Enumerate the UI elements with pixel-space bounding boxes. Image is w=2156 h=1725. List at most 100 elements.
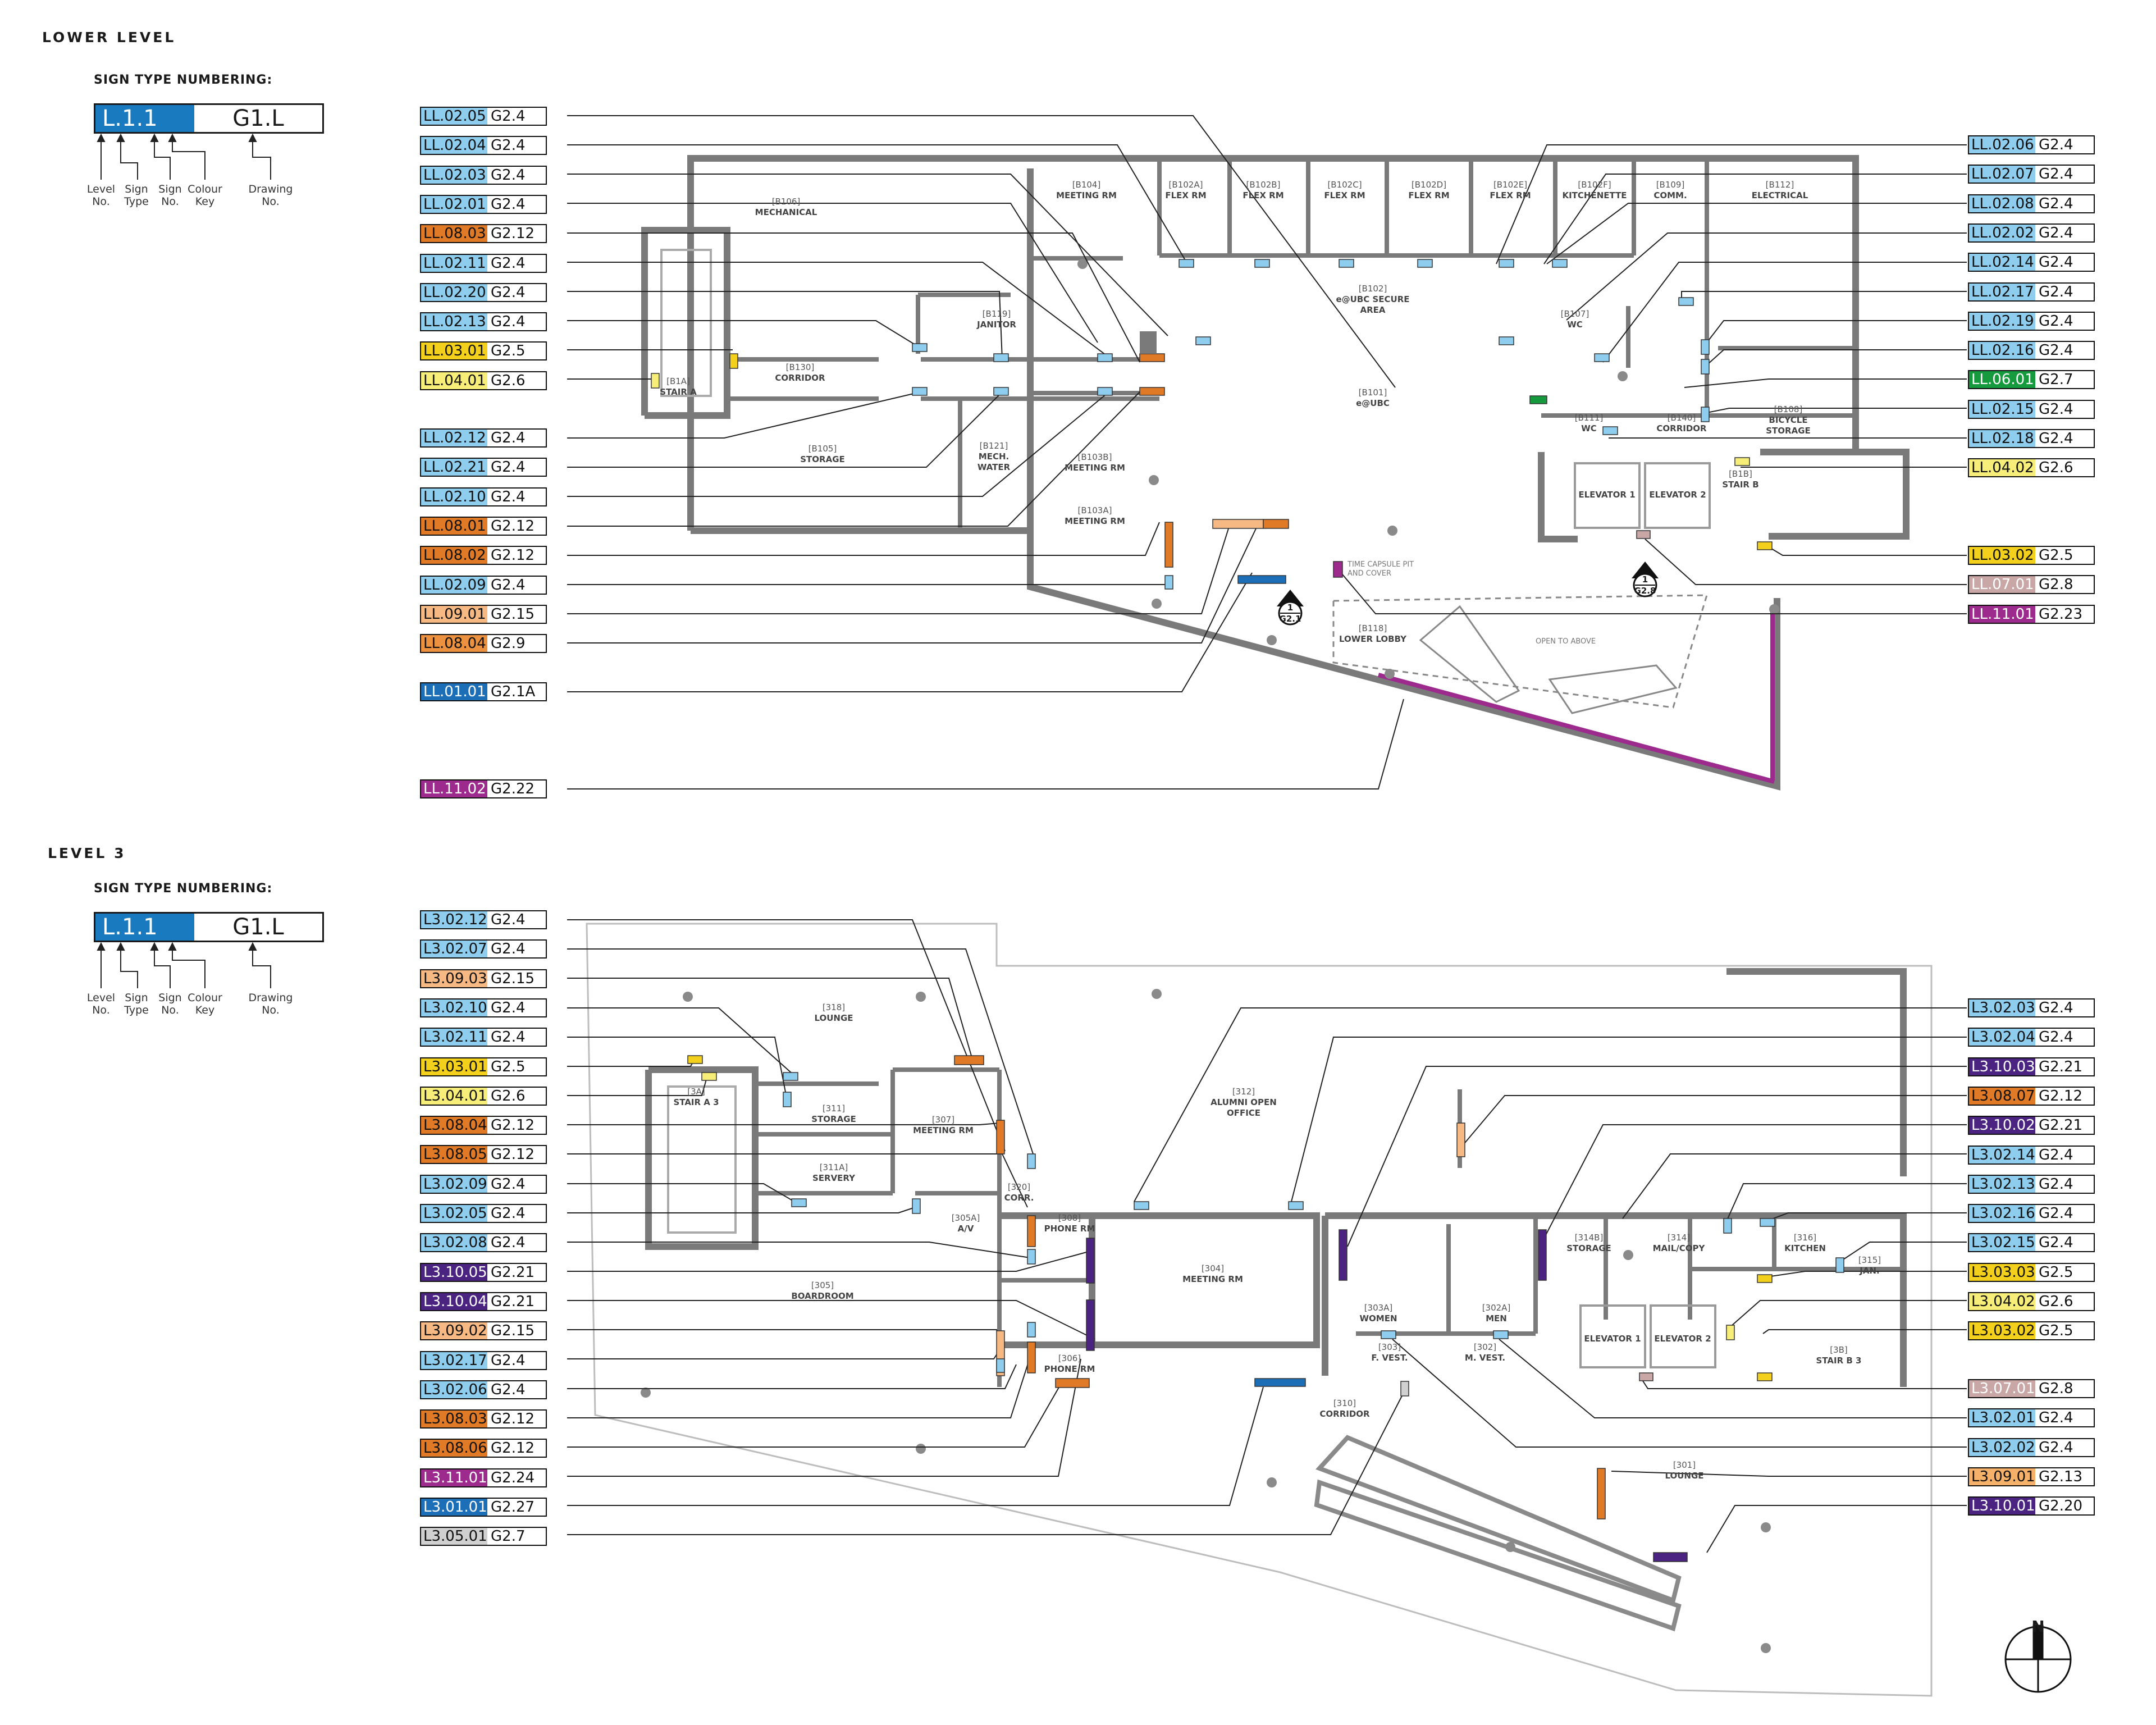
legend-sample: L.1.1 G1.L — [94, 912, 324, 942]
marker-num: 1 — [1287, 603, 1294, 613]
sign-drawing-ref: G2.15 — [487, 605, 546, 623]
room-label: [302A]MEN — [1482, 1303, 1511, 1324]
room-label: [B103B]MEETING RM — [1065, 452, 1125, 473]
room-number: [B102D] — [1411, 180, 1447, 190]
room-name: ELECTRICAL — [1751, 190, 1808, 200]
room-label: [B102F]KITCHENETTE — [1562, 180, 1627, 201]
lower-leader-lines — [567, 115, 1404, 790]
sign-drawing-ref: G2.5 — [487, 1058, 546, 1075]
room-label: [B105]STORAGE — [800, 444, 845, 465]
sign-code: L3.03.03 — [1969, 1263, 2035, 1281]
room-name: STAIR B — [1722, 480, 1759, 490]
legend-label-drawing: Drawing No. — [248, 183, 293, 208]
sign-drawing-ref: G2.5 — [2035, 1322, 2094, 1340]
room-number: [B118] — [1358, 623, 1387, 633]
open-to-above-note: OPEN TO ABOVE — [1536, 637, 1596, 646]
sign-drawing-ref: G2.4 — [487, 459, 546, 476]
sign-drawing-ref: G2.4 — [2035, 224, 2094, 241]
sign-code: L3.10.03 — [1969, 1058, 2035, 1075]
sign-numbering-legend-level3: SIGN TYPE NUMBERING: L.1.1 G1.L Level No… — [42, 882, 324, 1016]
room-name: STORAGE — [811, 1114, 856, 1124]
room-name: F. VEST. — [1371, 1353, 1408, 1363]
room-label: [308]PHONE RM — [1044, 1213, 1095, 1234]
sign-code: LL.11.02 — [421, 781, 487, 797]
room-label: [B112]ELECTRICAL — [1752, 180, 1808, 201]
sign-drawing-ref: G2.4 — [2035, 1234, 2094, 1252]
time-capsule-note: TIME CAPSULE PIT AND COVER — [1347, 560, 1414, 578]
room-number: [303A] — [1364, 1303, 1393, 1313]
sign-code: LL.02.13 — [421, 313, 487, 331]
sign-code: L3.08.03 — [421, 1411, 487, 1428]
room-name: JAN. — [1860, 1266, 1880, 1276]
room-name: WC — [1581, 423, 1597, 433]
sign-drawing-ref: G2.4 — [487, 166, 546, 184]
sign-drawing-ref: G2.21 — [2035, 1117, 2094, 1134]
room-name: PHONE RM — [1044, 1224, 1095, 1234]
sign-code: L3.07.01 — [1969, 1380, 2035, 1397]
sign-drawing-ref: G2.5 — [2035, 547, 2094, 564]
room-label: [B111]WC — [1575, 413, 1604, 434]
room-label: [305A]A/V — [952, 1213, 980, 1234]
room-label: [316]KITCHEN — [1784, 1233, 1826, 1254]
room-name: STAIR A 3 — [673, 1097, 719, 1107]
lower-right-leader-lines — [1336, 144, 1967, 614]
room-label: [B102D]FLEX RM — [1408, 180, 1449, 201]
sign-drawing-ref: G2.7 — [2035, 371, 2094, 389]
room-name: ELEVATOR 1 — [1578, 490, 1636, 500]
room-label: [311A]SERVERY — [812, 1162, 855, 1184]
north-arrow-icon — [2004, 1624, 2072, 1693]
sign-drawing-ref: G2.22 — [487, 781, 546, 797]
sign-code: LL.08.02 — [421, 547, 487, 564]
room-number: [B102B] — [1246, 180, 1281, 190]
room-label: [B109]COMM. — [1653, 180, 1687, 201]
legend-label-signno: Sign No. — [158, 183, 182, 208]
legend-label-type: Sign Type — [124, 183, 149, 208]
room-label: [B104]MEETING RM — [1056, 180, 1117, 201]
sign-drawing-ref: G2.12 — [487, 1411, 546, 1428]
room-name: JANITOR — [977, 320, 1016, 330]
level3-leader-lines — [567, 919, 1404, 1535]
sign-drawing-ref: G2.4 — [2035, 283, 2094, 300]
sign-drawing-ref: G2.6 — [487, 1087, 546, 1105]
room-label: [302]M. VEST. — [1465, 1342, 1505, 1363]
sign-drawing-ref: G2.4 — [487, 911, 546, 928]
room-label: [310]CORRIDOR — [1319, 1398, 1369, 1420]
room-number: [B104] — [1072, 180, 1101, 190]
room-name: KITCHEN — [1784, 1243, 1826, 1253]
legend-label-type: Sign Type — [124, 992, 149, 1016]
sign-drawing-ref: G2.4 — [2035, 1175, 2094, 1193]
room-name: FLEX RM — [1324, 190, 1365, 200]
sign-drawing-ref: G2.4 — [487, 1234, 546, 1252]
sign-drawing-ref: G2.4 — [487, 313, 546, 331]
room-name: FLEX RM — [1408, 190, 1450, 200]
room-name: STAIR A — [660, 387, 697, 397]
room-name: KITCHENETTE — [1562, 190, 1627, 200]
sign-code: LL.08.04 — [421, 635, 487, 652]
sign-code: LL.02.10 — [421, 488, 487, 505]
room-label: [314B]STORAGE — [1566, 1233, 1611, 1254]
sign-drawing-ref: G2.4 — [2035, 400, 2094, 418]
sign-code: L3.05.01 — [421, 1528, 487, 1545]
sign-drawing-ref: G2.21 — [2035, 1058, 2094, 1075]
sign-code: L3.10.01 — [1969, 1498, 2035, 1515]
room-label: [B102]e@UBC SECURE AREA — [1336, 284, 1409, 316]
room-name: ELEVATOR 2 — [1649, 490, 1706, 500]
room-label: [B106]MECHANICAL — [755, 197, 817, 218]
